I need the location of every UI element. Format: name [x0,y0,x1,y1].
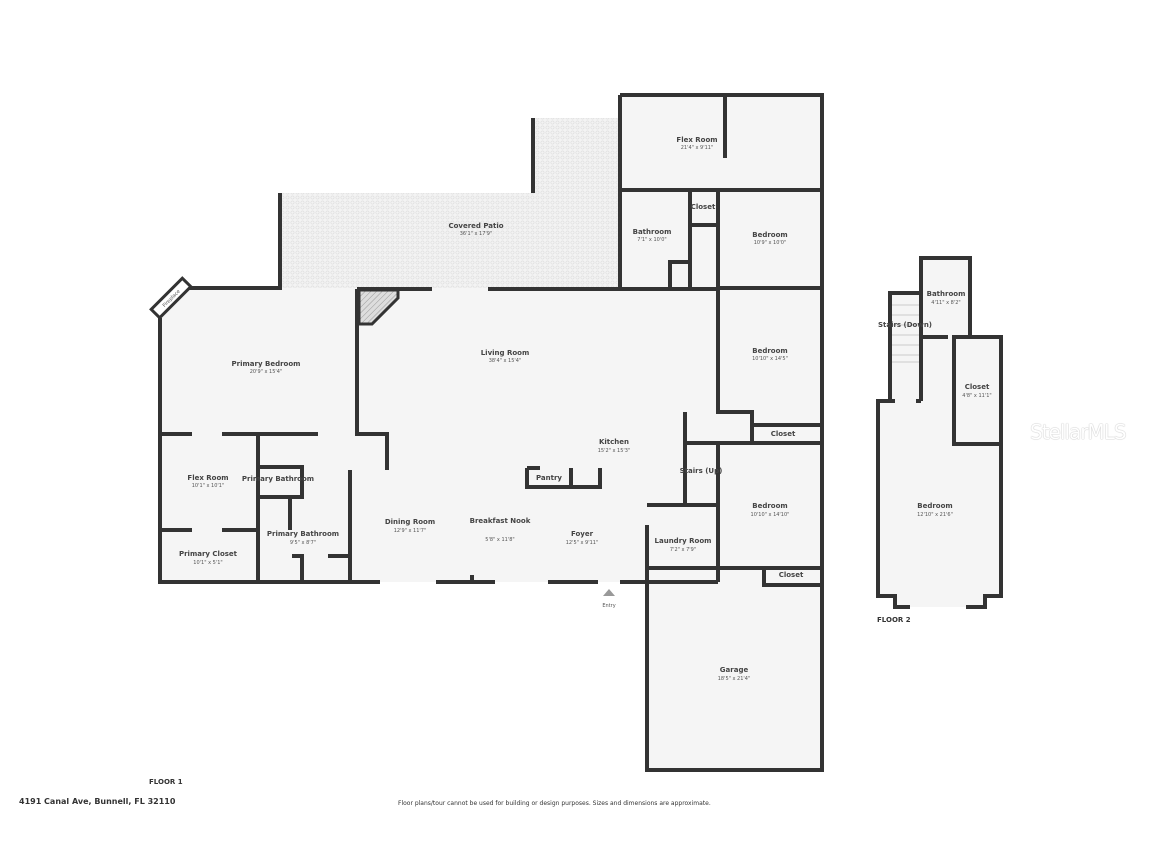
floor-2-label: FLOOR 2 [877,616,911,624]
floor-2-area [878,258,1001,607]
floor-1-label: FLOOR 1 [149,778,183,786]
patio-area [280,118,620,290]
walls [876,256,1003,609]
room-dims: 5'8" x 11'8" [485,537,514,543]
room-name: Flex Room [187,474,228,482]
room-labels: Covered Patio 36'1" x 17'9" Flex Room 21… [179,136,804,682]
room-dims: 36'1" x 17'9" [460,231,493,237]
room-dims: 38'4" x 15'4" [489,358,522,364]
room-name: Bedroom [752,347,787,355]
room-dims: 10'1" x 10'1" [192,483,225,489]
room-name: Stairs (Down) [878,321,932,329]
room-name: Bedroom [752,502,787,510]
room-name: Bathroom [927,290,966,298]
room-dims: 12'9" x 11'7" [394,528,427,534]
room-dims: 12'10" x 21'6" [917,512,953,518]
room-dims: 10'10" x 14'5" [752,356,788,362]
room-dims: 7'1" x 10'0" [637,237,666,243]
room-name: Garage [720,666,749,674]
room-dims: 20'9" x 15'4" [250,369,283,375]
stairs-down [892,304,919,363]
room-dims: 12'5" x 9'11" [566,540,599,546]
room-dims: 4'8" x 11'1" [962,393,991,399]
room-dims: 10'9" x 10'0" [754,240,787,246]
room-dims: 10'1" x 5'1" [193,560,222,566]
room-dims: 18'5" x 21'4" [718,676,751,682]
room-dims: 9'5" x 8'7" [290,540,316,546]
room-name: Primary Bathroom [267,530,339,538]
room-name: Closet [779,571,804,579]
room-name: Laundry Room [655,537,712,545]
room-name: Closet [965,383,990,391]
room-name: Primary Bedroom [232,360,301,368]
room-name: Closet [691,203,716,211]
room-name: Stairs (Up) [680,467,723,475]
address: 4191 Canal Ave, Bunnell, FL 32110 [19,797,176,806]
room-name: Bathroom [633,228,672,236]
floor-1: Fireplace Entry Covered Patio 36'1" x 17… [149,93,824,772]
room-name: Bedroom [752,231,787,239]
room-name: Primary Bathroom [242,475,314,483]
room-name: Breakfast Nook [470,517,531,525]
room-name: Bedroom [917,502,952,510]
walls [158,93,824,772]
room-dims: 21'4" x 9'11" [681,145,714,151]
room-name: Dining Room [385,518,435,526]
room-name: Primary Closet [179,550,238,558]
entry-label: Entry [602,603,615,609]
floor-2: Bathroom 4'11" x 8'2" Stairs (Down) Clos… [876,256,1003,609]
room-name: Kitchen [599,438,629,446]
disclaimer: Floor plans/tour cannot be used for buil… [398,800,711,807]
room-name: Closet [771,430,796,438]
room-dims: 4'11" x 8'2" [931,300,960,306]
room-name: Foyer [571,530,594,538]
watermark: StellarMLS [1030,420,1127,444]
floor-1-area [160,95,822,770]
entry-arrow-icon [603,589,615,596]
room-name: Flex Room [676,136,717,144]
room-dims: 7'2" x 7'9" [670,547,696,553]
room-name: Covered Patio [448,222,503,230]
room-name: Pantry [536,474,562,482]
room-dims: 10'10" x 14'10" [751,512,790,518]
room-name: Living Room [481,349,530,357]
room-dims: 15'2" x 15'3" [598,448,631,454]
